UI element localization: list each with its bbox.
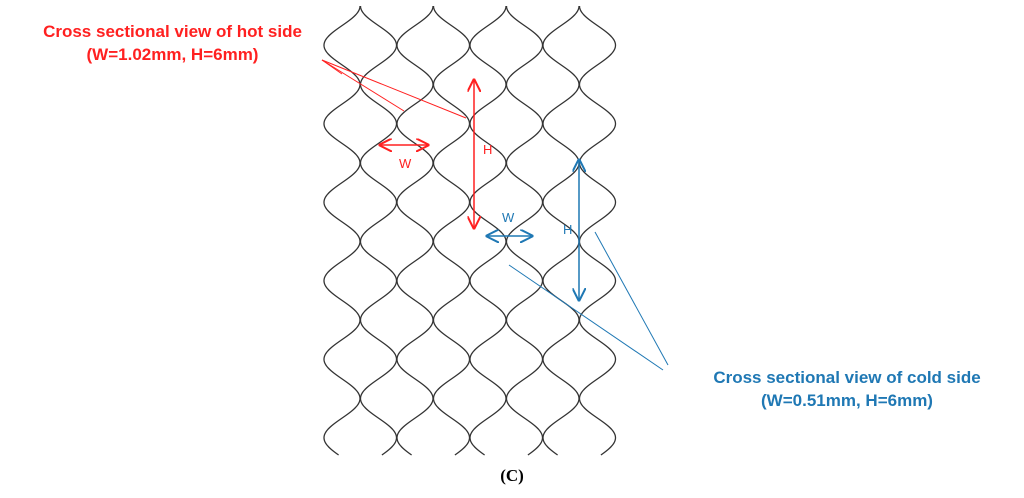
channel-wall-line xyxy=(469,5,507,456)
hot-side-dimensions: (W=1.02mm, H=6mm) xyxy=(86,45,259,64)
channel-wall-line xyxy=(323,5,361,456)
cold-side-dimensions: (W=0.51mm, H=6mm) xyxy=(761,391,933,410)
hot-leader-line-1 xyxy=(321,59,405,112)
cold-side-annotations: W H xyxy=(487,160,669,371)
hot-leader-line-3 xyxy=(321,59,343,75)
hot-height-symbol: H xyxy=(483,142,492,157)
cold-width-symbol: W xyxy=(502,210,515,225)
cold-height-symbol: H xyxy=(563,222,572,237)
figure-caption: (C) xyxy=(500,466,524,485)
hot-side-label: Cross sectional view of hot side (W=1.02… xyxy=(0,20,345,66)
channel-wall-line xyxy=(359,5,398,456)
channel-wall-line xyxy=(396,5,434,456)
cold-leader-line-2 xyxy=(594,231,669,366)
hot-width-symbol: W xyxy=(399,156,412,171)
channel-wall-line xyxy=(578,5,617,456)
channel-wall-line xyxy=(432,5,471,456)
channel-wall-line xyxy=(542,5,580,456)
cold-leader-line-1 xyxy=(508,264,664,371)
hot-side-title: Cross sectional view of hot side xyxy=(43,22,302,41)
cold-side-label: Cross sectional view of cold side (W=0.5… xyxy=(668,366,1024,412)
hot-side-annotations: W H xyxy=(321,59,492,228)
cold-side-title: Cross sectional view of cold side xyxy=(713,368,981,387)
hot-leader-line-2 xyxy=(321,59,467,119)
channel-wall-line xyxy=(505,5,544,456)
